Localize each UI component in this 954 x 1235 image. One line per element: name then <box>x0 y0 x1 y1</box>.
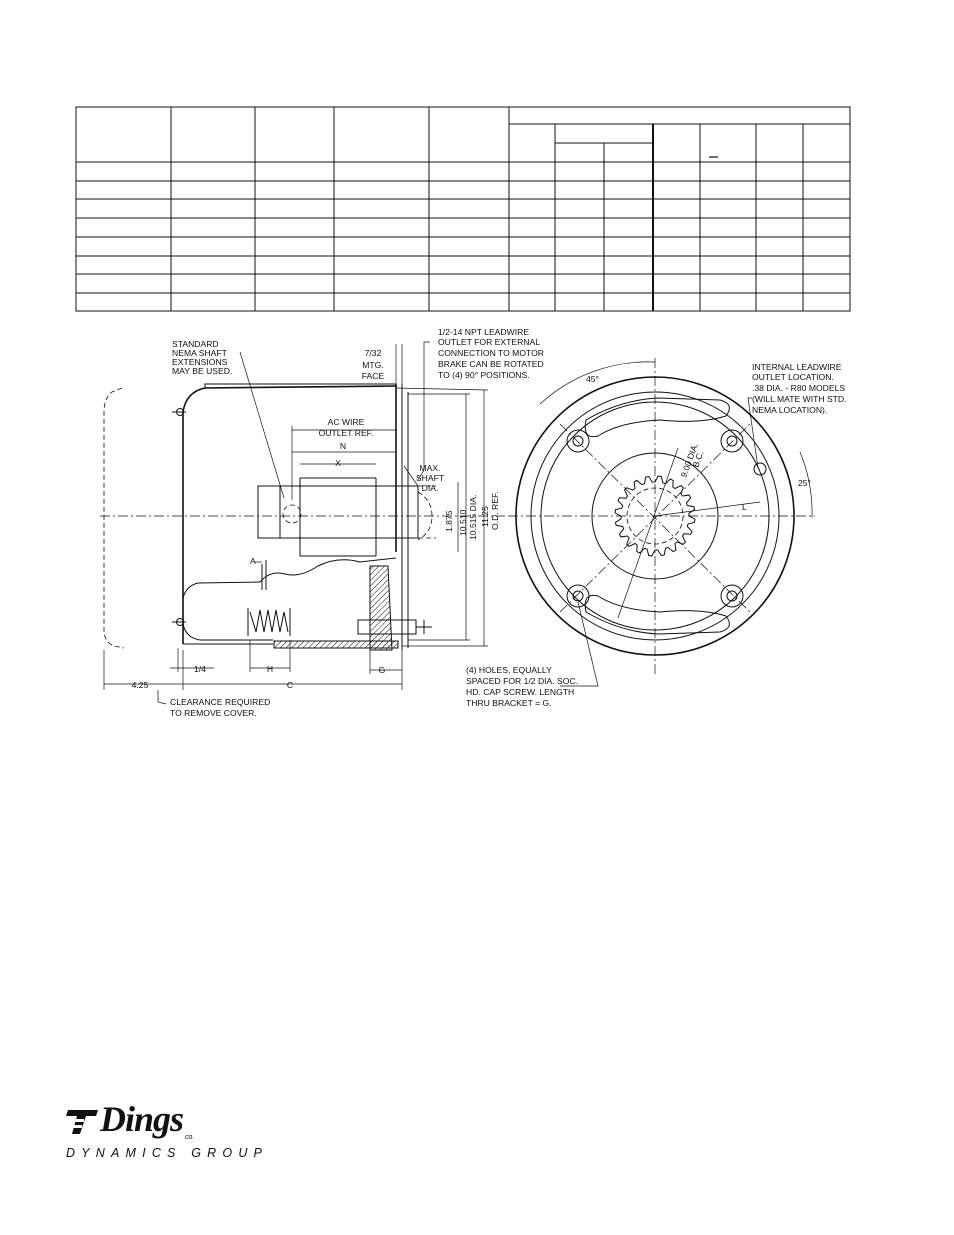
clearance-line-1: CLEARANCE REQUIRED <box>170 697 270 707</box>
holes-note-line-4: THRU BRACKET = G. <box>466 698 552 708</box>
dim-x: X <box>335 458 341 468</box>
side-view: A N X AC WIRE OUTLET REF. STANDARD NEMA … <box>100 327 544 718</box>
dim-h: H <box>267 664 273 674</box>
dim-c: C <box>287 680 293 690</box>
dim-od-line-2: O.D. REF. <box>490 491 500 530</box>
brake-technical-drawing: A N X AC WIRE OUTLET REF. STANDARD NEMA … <box>100 327 847 718</box>
npt-note-line-3: CONNECTION TO MOTOR <box>438 348 544 358</box>
dings-logo: Dings co. DYNAMICS GROUP <box>62 1099 302 1170</box>
dim-a: A <box>250 556 256 566</box>
logo-group: DYNAMICS GROUP <box>66 1146 269 1160</box>
npt-note-line-2: OUTLET FOR EXTERNAL <box>438 337 540 347</box>
internal-note-line-1: INTERNAL LEADWIRE <box>752 362 842 372</box>
dim-od-line-1: 11.25 <box>480 506 490 527</box>
internal-note-line-4: (WILL MATE WITH STD. <box>752 394 847 404</box>
dim-quarter: 1/4 <box>194 664 206 674</box>
dim-n: N <box>340 441 346 451</box>
dim-cover-clearance: 4.25 <box>132 680 149 690</box>
dim-angle-45: 45° <box>586 374 599 384</box>
ac-wire-line-1: AC WIRE <box>328 417 365 427</box>
shaft-note-line-2: NEMA SHAFT <box>172 348 228 358</box>
internal-note-line-3: .38 DIA. - R80 MODELS <box>752 383 845 393</box>
npt-note-line-4: BRAKE CAN BE ROTATED <box>438 359 544 369</box>
holes-note-line-2: SPACED FOR 1/2 DIA. SOC. <box>466 676 578 686</box>
dim-l: L <box>742 502 747 512</box>
mtg-face-line-2: MTG. <box>362 360 383 370</box>
internal-note-line-2: OUTLET LOCATION. <box>752 372 834 382</box>
spring-icon <box>247 608 291 636</box>
npt-note-line-1: 1/2-14 NPT LEADWIRE <box>438 327 529 337</box>
clearance-line-2: TO REMOVE COVER. <box>170 708 257 718</box>
mtg-face-line-1: 7/32 <box>365 348 382 358</box>
npt-note-line-5: TO (4) 90° POSITIONS. <box>438 370 530 380</box>
dim-angle-25: 25° <box>798 478 811 488</box>
dim-pilot-line-1: 10.510 <box>458 509 468 536</box>
shaft-note-line-4: MAY BE USED. <box>172 366 232 376</box>
max-shaft-line-3: DIA. <box>422 483 439 493</box>
shaft-note-line-1: STANDARD <box>172 339 219 349</box>
internal-note-line-5: NEMA LOCATION). <box>752 405 827 415</box>
holes-note-line-1: (4) HOLES, EQUALLY <box>466 665 552 675</box>
logo-name: Dings <box>100 1099 184 1139</box>
holes-note-line-3: HD. CAP SCREW. LENGTH <box>466 687 574 697</box>
mtg-face-line-3: FACE <box>362 371 385 381</box>
dim-g: G <box>379 665 386 675</box>
max-shaft-line-1: MAX. <box>419 463 440 473</box>
ac-wire-line-2: OUTLET REF. <box>319 428 374 438</box>
dings-logo-mark-icon <box>66 1110 98 1134</box>
logo-co: co. <box>185 1134 195 1141</box>
bolt-holes <box>566 429 767 608</box>
shaft-note-line-3: EXTENSIONS <box>172 357 228 367</box>
dim-shaft-dia: 1.875 <box>444 510 454 532</box>
spec-table-grid <box>75 106 851 312</box>
max-shaft-line-2: SHAFT <box>416 473 445 483</box>
front-view: 9.00 DIA. B.C. L 45° 25° INTERNAL LEADWI… <box>466 358 847 708</box>
dim-pilot-line-2: 10.515 DIA. <box>468 495 478 540</box>
